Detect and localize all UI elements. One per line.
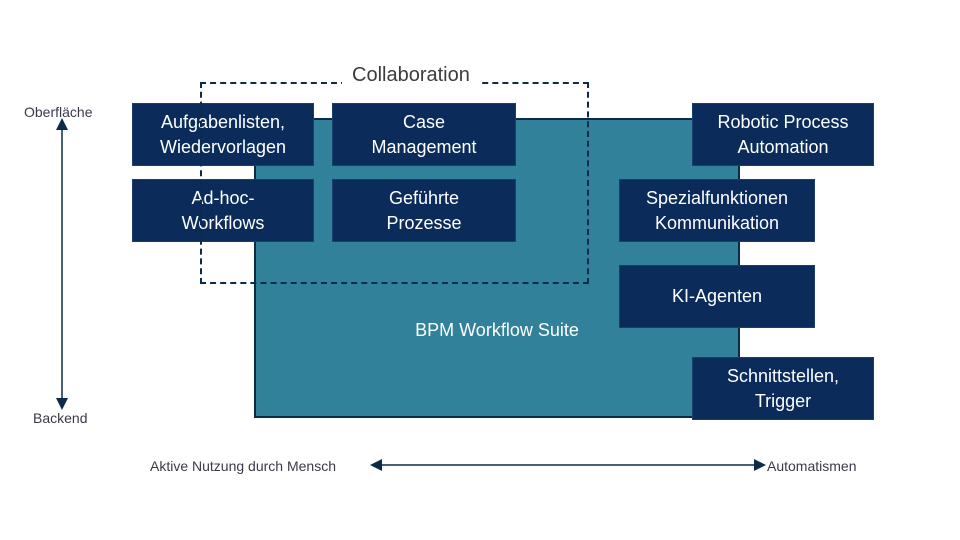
box-spezialfunktionen-label: Spezialfunktionen Kommunikation [645,187,789,233]
box-aufgabenlisten: Aufgabenlisten, Wiedervorlagen [132,103,314,166]
box-aufgabenlisten-label: Aufgabenlisten, Wiedervorlagen [159,111,287,157]
box-case-management: Case Management [332,103,516,166]
box-ki-agenten: KI-Agenten [619,265,815,328]
bpm-suite-label: BPM Workflow Suite [415,320,579,340]
box-gefuehrte-prozesse: Geführte Prozesse [332,179,516,242]
box-adhoc-workflows-label: Ad-hoc- Workflows [181,187,265,233]
box-rpa: Robotic Process Automation [692,103,874,166]
axis-label-left: Aktive Nutzung durch Mensch [150,458,336,474]
box-ki-agenten-label: KI-Agenten [671,286,763,306]
box-case-management-label: Case Management [371,111,477,157]
collaboration-label: Collaboration [342,64,480,87]
axis-label-right: Automatismen [767,458,857,474]
axis-label-top: Oberfläche [24,104,93,120]
box-schnittstellen-label: Schnittstellen, Trigger [726,365,840,411]
box-adhoc-workflows: Ad-hoc- Workflows [132,179,314,242]
axis-label-bottom: Backend [33,410,88,426]
collaboration-region [200,82,589,284]
box-schnittstellen: Schnittstellen, Trigger [692,357,874,420]
box-rpa-label: Robotic Process Automation [717,111,849,157]
box-gefuehrte-prozesse-label: Geführte Prozesse [386,187,462,233]
box-spezialfunktionen: Spezialfunktionen Kommunikation [619,179,815,242]
